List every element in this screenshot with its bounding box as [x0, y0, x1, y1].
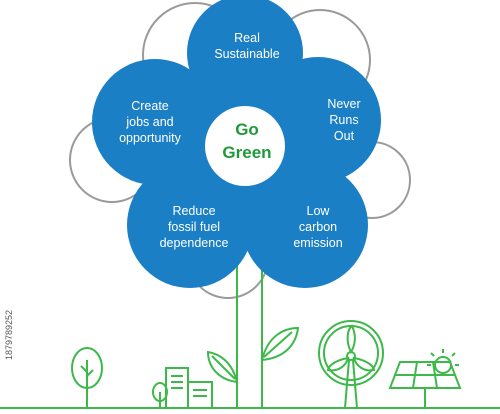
center-label-line1: Go	[235, 120, 259, 139]
petal-label-text: Real	[234, 31, 260, 45]
leaf-icons	[206, 326, 300, 384]
petal-label-upper-left: Create jobs and opportunity	[119, 99, 182, 145]
petal-label-text: Sustainable	[214, 47, 279, 61]
left-leaf-icon	[206, 350, 239, 384]
petal-label-text: emission	[293, 236, 342, 250]
petal-label-text: Create	[131, 99, 169, 113]
flower-petals	[92, 0, 381, 288]
petal-label-top: Real Sustainable	[214, 31, 279, 61]
petal-label-upper-right: Never Runs Out	[327, 97, 360, 143]
sun-icon	[427, 349, 459, 374]
petal-label-text: fossil fuel	[168, 220, 220, 234]
petal-label-text: Low	[307, 204, 331, 218]
tiny-tree-icon	[152, 382, 168, 408]
small-tree-icon	[71, 347, 103, 408]
petal-label-text: Runs	[329, 113, 358, 127]
side-id-text: 1879789252	[4, 310, 14, 360]
petal-label-text: opportunity	[119, 131, 182, 145]
petal-label-text: jobs and	[125, 115, 173, 129]
center-circle	[205, 106, 285, 186]
tree-trunk	[236, 255, 263, 408]
wind-turbine-icon	[318, 320, 384, 409]
petal-label-lower-right: Low carbon emission	[293, 204, 342, 250]
petal-label-text: Reduce	[172, 204, 215, 218]
petal-label-lower-left: Reduce fossil fuel dependence	[160, 204, 229, 250]
right-leaf-icon	[260, 326, 300, 362]
petal-label-text: dependence	[160, 236, 229, 250]
building-icon	[165, 367, 213, 409]
petal-label-text: carbon	[299, 220, 337, 234]
petal-label-text: Out	[334, 129, 355, 143]
petal-label-text: Never	[327, 97, 360, 111]
solar-panel-icon	[388, 361, 462, 408]
center-label-line2: Green	[222, 143, 271, 162]
